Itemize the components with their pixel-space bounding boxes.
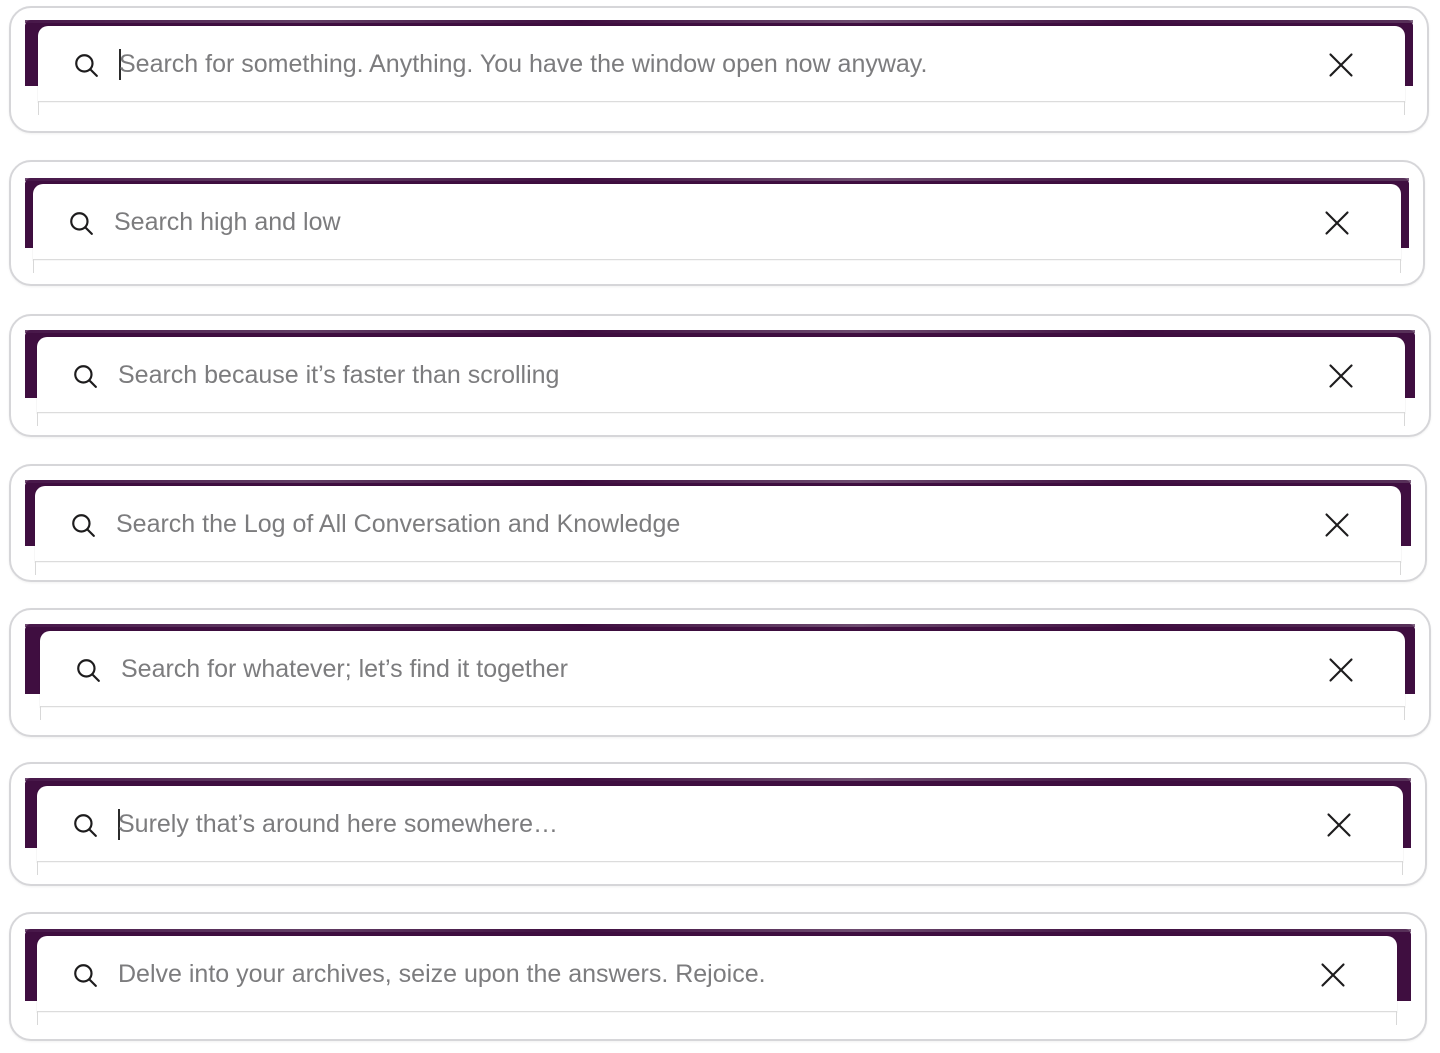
search-results-edge <box>40 706 1405 720</box>
search-placeholder: Search because it’s faster than scrollin… <box>118 361 560 389</box>
search-results-edge <box>35 561 1401 575</box>
search-input[interactable]: Search high and low <box>33 184 1401 260</box>
search-placeholder: Surely that’s around here somewhere… <box>118 810 559 838</box>
close-icon[interactable] <box>1327 656 1355 684</box>
search-results-edge <box>38 101 1405 115</box>
search-input[interactable]: Search for something. Anything. You have… <box>38 26 1405 102</box>
search-icon <box>72 363 98 389</box>
close-icon[interactable] <box>1319 961 1347 989</box>
search-frame: Search high and low <box>9 160 1425 286</box>
search-icon <box>68 210 94 236</box>
search-frame: Search the Log of All Conversation and K… <box>9 464 1427 582</box>
search-input[interactable]: Surely that’s around here somewhere… <box>37 786 1403 862</box>
search-frame: Surely that’s around here somewhere… <box>9 762 1427 886</box>
search-frame: Search for whatever; let’s find it toget… <box>9 608 1431 737</box>
search-results-edge <box>37 1011 1397 1025</box>
close-icon[interactable] <box>1323 511 1351 539</box>
close-icon[interactable] <box>1323 209 1351 237</box>
search-placeholder: Search high and low <box>114 208 341 236</box>
search-placeholder: Delve into your archives, seize upon the… <box>118 960 766 988</box>
search-results-edge <box>37 861 1403 875</box>
search-input[interactable]: Search for whatever; let’s find it toget… <box>40 631 1405 707</box>
search-input[interactable]: Search because it’s faster than scrollin… <box>37 337 1405 413</box>
search-icon <box>73 52 99 78</box>
text-caret <box>119 49 121 80</box>
search-icon <box>75 657 101 683</box>
search-input[interactable]: Delve into your archives, seize upon the… <box>37 936 1397 1012</box>
search-placeholder: Search for something. Anything. You have… <box>119 50 928 78</box>
search-frame: Delve into your archives, seize upon the… <box>9 912 1427 1041</box>
search-results-edge <box>37 412 1405 426</box>
search-frame: Search because it’s faster than scrollin… <box>9 314 1431 437</box>
text-caret <box>118 809 120 840</box>
search-icon <box>72 962 98 988</box>
search-placeholder: Search the Log of All Conversation and K… <box>116 510 681 538</box>
search-icon <box>70 512 96 538</box>
close-icon[interactable] <box>1327 51 1355 79</box>
search-results-edge <box>33 259 1401 273</box>
search-placeholder: Search for whatever; let’s find it toget… <box>121 655 568 683</box>
close-icon[interactable] <box>1325 811 1353 839</box>
search-frame: Search for something. Anything. You have… <box>9 6 1429 133</box>
search-icon <box>72 812 98 838</box>
close-icon[interactable] <box>1327 362 1355 390</box>
search-input[interactable]: Search the Log of All Conversation and K… <box>35 486 1401 562</box>
